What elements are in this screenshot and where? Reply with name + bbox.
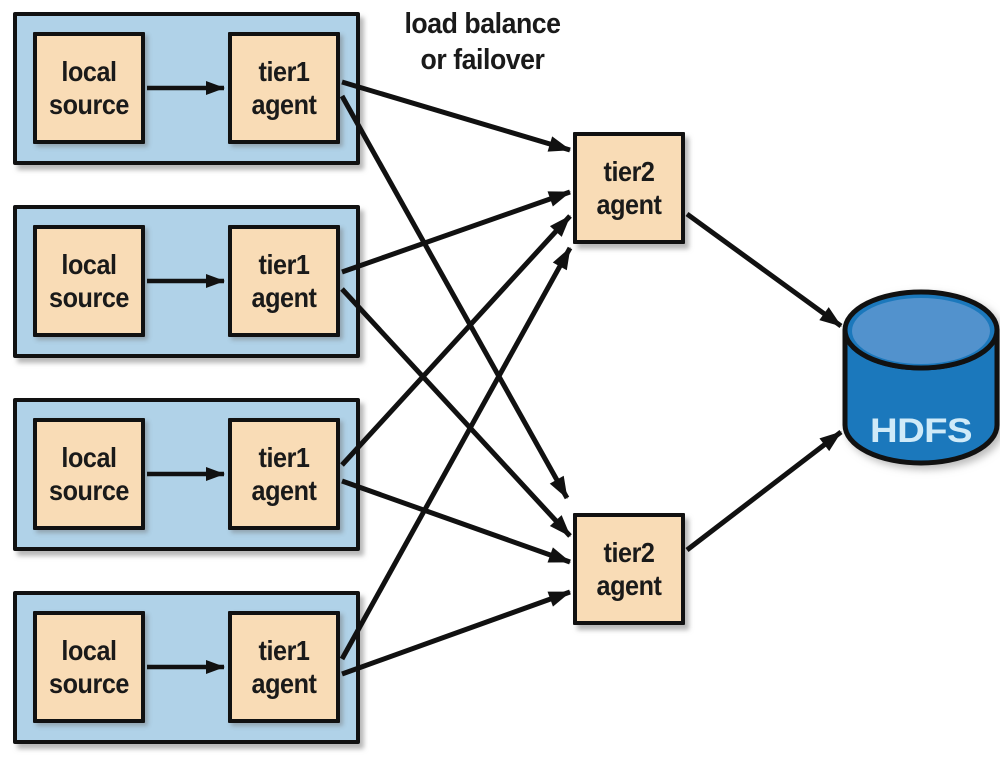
- tier1-agent-label: tier1 agent: [251, 441, 317, 506]
- tier1-agent-label: tier1 agent: [251, 55, 317, 120]
- local-source-label: local source: [49, 248, 129, 313]
- tier2-agent-label: tier2 agent: [596, 155, 662, 220]
- arrow-tier2-top-to-hdfs: [685, 211, 843, 329]
- pipeline-group-1: local source tier1 agent: [13, 12, 360, 165]
- arrow-tier1-3-to-tier2-bottom: [341, 478, 571, 565]
- arrow-tier2-bottom-to-hdfs: [685, 430, 843, 552]
- tier1-agent-node-3: tier1 agent: [228, 418, 340, 530]
- arrow-tier1-2-to-tier2-bottom: [340, 287, 572, 538]
- caption-load-balance: load balance or failover: [385, 6, 580, 79]
- caption-line1: load balance: [404, 8, 561, 40]
- local-source-node-4: local source: [33, 611, 145, 723]
- arrow-tier1-1-to-tier2-top: [341, 79, 571, 153]
- tier1-agent-label: tier1 agent: [251, 248, 317, 313]
- tier1-agent-node-1: tier1 agent: [228, 32, 340, 144]
- local-source-node-1: local source: [33, 32, 145, 144]
- hdfs-cylinder: HDFS: [842, 289, 1000, 466]
- arrow-tier1-2-to-tier2-top: [341, 189, 571, 275]
- hdfs-cylinder-top-rim: [842, 289, 1000, 371]
- tier1-agent-node-2: tier1 agent: [228, 225, 340, 337]
- local-source-label: local source: [49, 634, 129, 699]
- hdfs-label: HDFS: [870, 412, 972, 450]
- tier2-agent-node-1: tier2 agent: [573, 132, 685, 244]
- hdfs-cylinder-body: [842, 327, 1000, 466]
- arrow-tier1-1-to-tier2-bottom: [339, 94, 570, 500]
- arrow-tier1-3-to-tier2-top: [340, 214, 572, 467]
- tier1-agent-node-4: tier1 agent: [228, 611, 340, 723]
- hdfs-cylinder-top-face: [852, 298, 990, 364]
- arrow-tier1-4-to-tier2-top: [339, 246, 573, 661]
- tier2-agent-label: tier2 agent: [596, 536, 662, 601]
- pipeline-group-4: local source tier1 agent: [13, 591, 360, 744]
- pipeline-group-2: local source tier1 agent: [13, 205, 360, 358]
- arrow-tier1-4-to-tier2-bottom: [341, 589, 571, 677]
- local-source-node-3: local source: [33, 418, 145, 530]
- local-source-node-2: local source: [33, 225, 145, 337]
- tier1-agent-label: tier1 agent: [251, 634, 317, 699]
- caption-line2: or failover: [420, 44, 545, 77]
- local-source-label: local source: [49, 441, 129, 506]
- tier2-agent-node-2: tier2 agent: [573, 513, 685, 625]
- pipeline-group-3: local source tier1 agent: [13, 398, 360, 551]
- local-source-label: local source: [49, 55, 129, 120]
